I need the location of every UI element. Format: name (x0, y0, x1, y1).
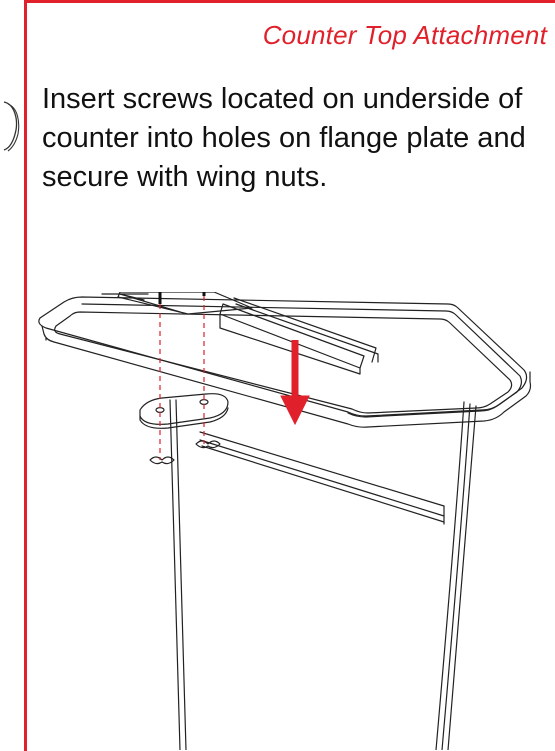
flange-plate (139, 393, 229, 429)
red-border-top (24, 0, 555, 3)
support-column (169, 399, 477, 750)
section-title: Counter Top Attachment (262, 20, 547, 50)
wing-nut-left (149, 456, 175, 465)
previous-page-edge-fragment (3, 101, 20, 152)
cross-rail (199, 431, 445, 525)
instruction-text: Insert screws located on underside of co… (42, 83, 526, 193)
counter-attachment-diagram (38, 292, 532, 750)
down-arrow-icon (280, 340, 310, 426)
red-border-left (24, 0, 27, 751)
counter-top (38, 292, 532, 428)
